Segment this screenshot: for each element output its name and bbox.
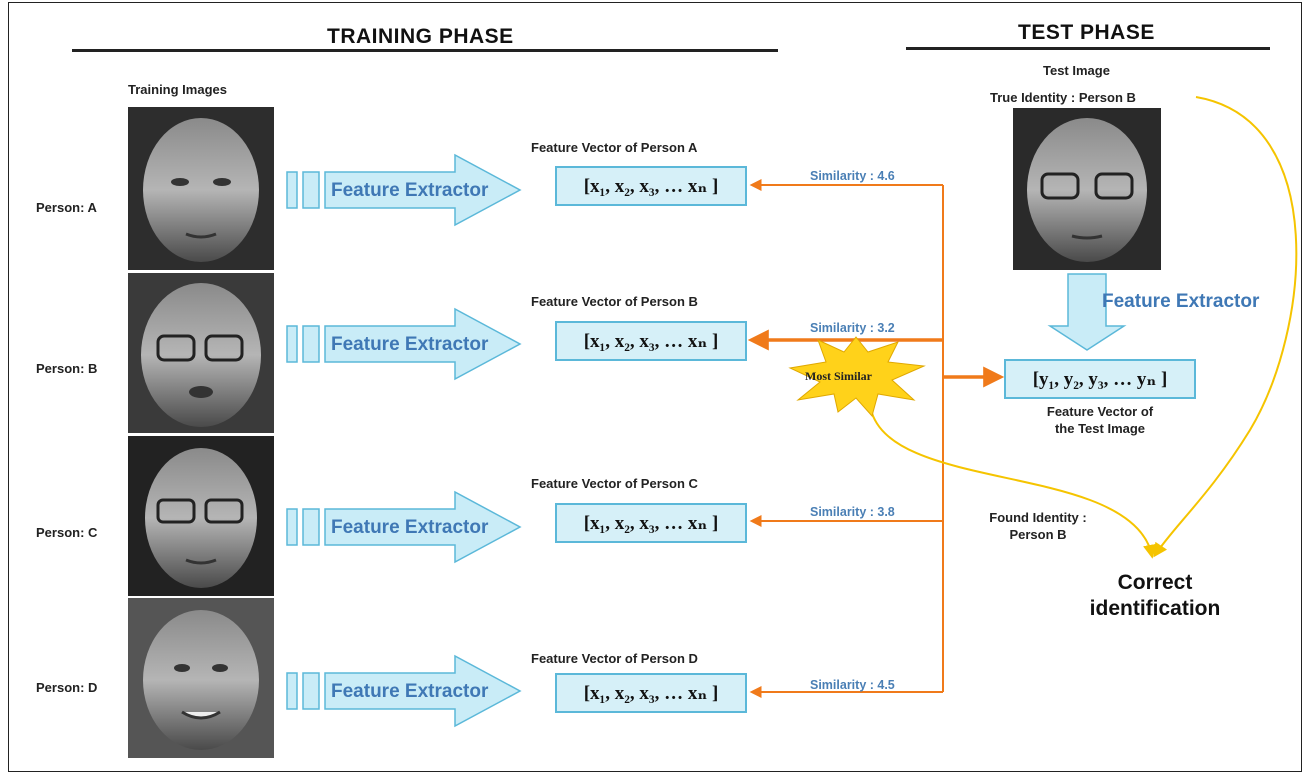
training-photo-d [128,598,274,758]
feature-vector-a: [x₁, x₂, x₃, … xₙ ] [555,166,747,206]
person-label-d: Person: D [36,680,98,695]
extractor-arrow-a [286,153,522,227]
test-image-label: Test Image [1043,63,1110,78]
test-photo [1013,108,1161,270]
test-feature-extractor-label: Feature Extractor [1102,291,1260,312]
training-photo-b [128,273,274,433]
similarity-label-c: Similarity : 3.8 [810,505,895,519]
training-phase-title: TRAINING PHASE [327,25,514,48]
feature-extractor-label-c: Feature Extractor [331,517,489,538]
feature-extractor-label-a: Feature Extractor [331,180,489,201]
training-photo-a [128,107,274,270]
correct-identification-line2: identification [1089,597,1221,620]
most-similar-starburst [788,336,926,418]
test-vector-caption-line2: the Test Image [1054,421,1146,436]
feature-vector-d: [x₁, x₂, x₃, … xₙ ] [555,673,747,713]
found-identity-line2: Person B [1009,527,1067,542]
feature-vector-b: [x₁, x₂, x₃, … xₙ ] [555,321,747,361]
correct-identification-line1: Correct [1117,571,1193,594]
vector-title-d: Feature Vector of Person D [531,651,698,666]
test-phase-title: TEST PHASE [1018,21,1155,44]
test-phase-underline [906,47,1270,50]
similarity-label-b: Similarity : 3.2 [810,321,895,335]
vector-title-a: Feature Vector of Person A [531,140,698,155]
feature-extractor-label-d: Feature Extractor [331,681,489,702]
similarity-label-a: Similarity : 4.6 [810,169,895,183]
person-label-a: Person: A [36,200,97,215]
test-feature-vector: [y₁, y₂, y₃, … yₙ ] [1004,359,1196,399]
identity-curves [869,96,1298,559]
vector-title-b: Feature Vector of Person B [531,294,698,309]
extractor-arrow-d [286,654,522,728]
training-photo-c [128,436,274,596]
person-label-b: Person: B [36,361,98,376]
training-phase-underline [72,49,778,52]
diagram-frame [8,2,1302,772]
test-vector-caption-line1: Feature Vector of [1046,404,1154,419]
feature-extractor-label-b: Feature Extractor [331,334,489,355]
vector-title-c: Feature Vector of Person C [531,476,698,491]
test-extractor-arrow [1047,273,1127,351]
person-label-c: Person: C [36,525,98,540]
extractor-arrow-c [286,490,522,564]
similarity-label-d: Similarity : 4.5 [810,678,895,692]
found-identity-line1: Found Identity : [989,510,1087,525]
feature-vector-c: [x₁, x₂, x₃, … xₙ ] [555,503,747,543]
similarity-connectors [747,179,1005,698]
extractor-arrow-b [286,307,522,381]
most-similar-label: Most Similar [805,369,872,383]
true-identity-label: True Identity : Person B [990,90,1136,105]
training-images-label: Training Images [128,82,227,97]
